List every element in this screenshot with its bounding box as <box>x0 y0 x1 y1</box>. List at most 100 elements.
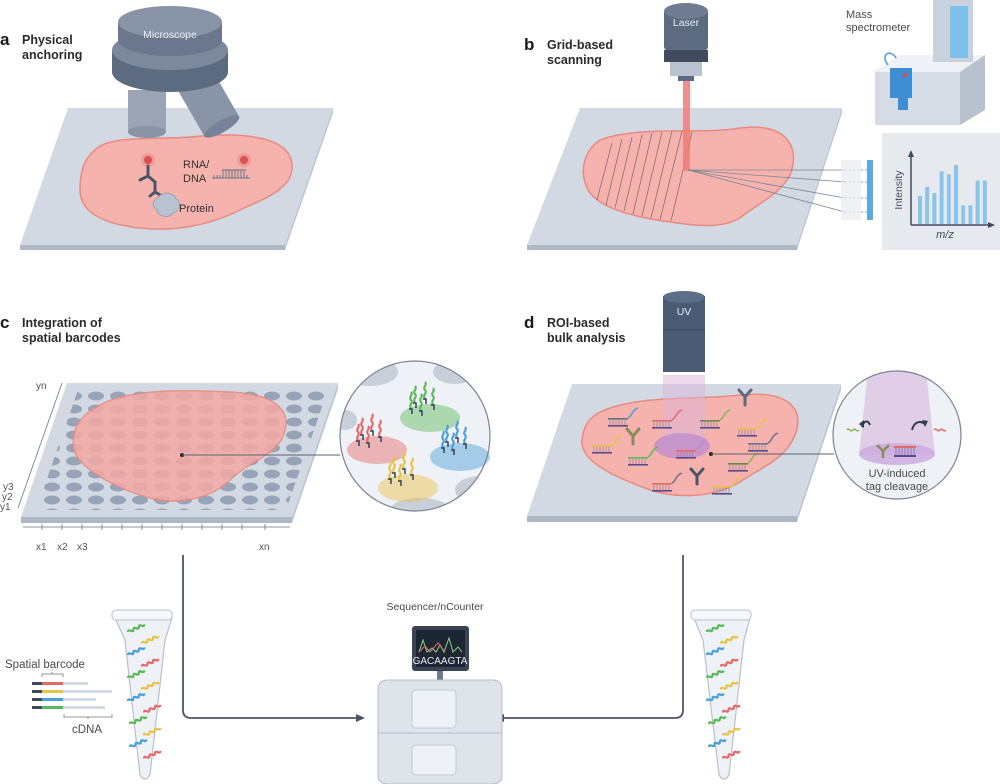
coiled-molecule <box>140 681 160 690</box>
probe-anchor <box>455 437 459 443</box>
y3-label: y3 <box>3 482 14 493</box>
mass-spec-label-2: spectrometer <box>846 22 911 34</box>
probe-anchor <box>392 472 396 478</box>
xn-label: xn <box>259 542 270 553</box>
panel-a: a Physical anchoring Microscope <box>0 6 333 250</box>
panel-b-title-line2: scanning <box>547 53 602 67</box>
cdna-segment <box>63 690 112 693</box>
barcode-segment <box>42 690 63 693</box>
coiled-molecule <box>126 624 146 633</box>
probe-anchor <box>463 443 467 449</box>
panel-d-letter: d <box>524 313 534 332</box>
capture-probe <box>451 432 455 450</box>
photocleavable-tag <box>611 434 623 446</box>
detector-bar <box>867 160 873 220</box>
anchor-segment <box>32 682 42 685</box>
spectrum-bar <box>932 193 937 224</box>
rna-dna-strand-icon <box>212 169 250 179</box>
protein-label: Protein <box>179 203 214 215</box>
capture-probe <box>410 457 414 475</box>
photocleavable-tag <box>767 432 779 444</box>
barcode-segment <box>42 682 63 685</box>
coiled-molecule <box>705 670 725 679</box>
spectrum-bar <box>925 186 930 224</box>
probe-strand <box>712 486 732 488</box>
coiled-molecule <box>719 681 739 690</box>
cleavage-magnified-view: UV-induced tag cleavage <box>832 370 962 500</box>
panel-b-letter: b <box>524 35 534 54</box>
uv-label: UV <box>677 306 692 318</box>
anchor-segment <box>32 690 42 693</box>
probe-strand <box>652 420 672 422</box>
anchor-segment <box>32 706 42 709</box>
panel-c-letter: c <box>0 313 9 332</box>
capture-probe <box>445 424 449 442</box>
x2-label: x2 <box>57 542 68 553</box>
probe-strand <box>628 457 648 459</box>
photocleavable-tag <box>671 409 683 421</box>
x3-label: x3 <box>77 542 88 553</box>
protein-icon <box>152 192 181 218</box>
mass-spectrometer-icon: Mass spectrometer <box>846 0 985 125</box>
probe-anchor <box>402 468 406 474</box>
probe-anchor <box>398 480 402 486</box>
probe-strand <box>728 463 748 465</box>
probe-strand <box>608 418 628 420</box>
photocleavable-tag <box>647 446 659 458</box>
photocleavable-tag <box>695 439 707 451</box>
probe-anchor <box>419 410 423 416</box>
coiled-molecule <box>707 716 727 725</box>
coiled-molecule <box>707 739 727 748</box>
x-ticks <box>41 524 266 530</box>
probe-anchor <box>441 447 445 453</box>
panel-b-title-line1: Grid-based <box>547 38 613 52</box>
yn-label: yn <box>36 381 47 392</box>
antibody-icon <box>876 444 890 458</box>
probe-strand <box>652 483 672 485</box>
sequencer-icon: Sequencer/nCounter GACAAGTA <box>377 601 503 784</box>
microscope-label: Microscope <box>143 29 197 41</box>
arrow-head-left <box>356 714 365 722</box>
antibody-icon <box>689 467 705 486</box>
capture-probe <box>441 430 445 448</box>
panel-d-title-line1: ROI-based <box>547 316 610 330</box>
uv-lamp-icon: UV <box>663 291 705 372</box>
spectrum-bar <box>939 171 944 224</box>
cdna-segment <box>63 706 105 709</box>
capture-probe <box>431 387 435 405</box>
cdna-segment <box>63 682 88 685</box>
barcode-spot-green <box>400 404 460 432</box>
probe-strand <box>700 420 720 422</box>
tagged-probes <box>592 388 779 495</box>
capture-probe <box>356 423 360 441</box>
photocleavable-tag <box>756 417 768 429</box>
anchor-segment <box>32 698 42 701</box>
panel-a-letter: a <box>0 30 10 49</box>
coiled-molecule <box>142 727 162 736</box>
y1-label: y1 <box>0 502 11 513</box>
rna-dna-label-2: DNA <box>183 173 207 185</box>
capture-probe <box>378 419 382 437</box>
probe-strand <box>748 443 768 445</box>
capture-probe <box>398 463 402 481</box>
cleaved-tag-molecules <box>705 624 741 759</box>
cleavage-label-1: UV-induced <box>869 468 926 480</box>
sample-tube-left <box>111 609 173 780</box>
coiled-molecule <box>705 624 725 633</box>
antibody-icon <box>625 427 641 446</box>
barcode-magnified-view <box>339 360 491 512</box>
panel-a-title-line1: Physical <box>22 33 73 47</box>
cleavage-label-2: tag cleavage <box>866 481 928 493</box>
barcode-segment <box>42 706 63 709</box>
capture-probe <box>388 461 392 479</box>
coiled-molecule <box>126 647 146 656</box>
mass-spec-label-1: Mass <box>846 9 873 21</box>
coiled-molecule <box>719 658 739 667</box>
coiled-molecule <box>126 693 146 702</box>
coiled-molecule <box>140 635 160 644</box>
antibody-icon <box>737 388 753 407</box>
photocleavable-tag <box>671 472 683 484</box>
spectrum-bar <box>961 205 966 224</box>
panel-b: b Grid-based scanning Laser <box>524 0 1000 250</box>
